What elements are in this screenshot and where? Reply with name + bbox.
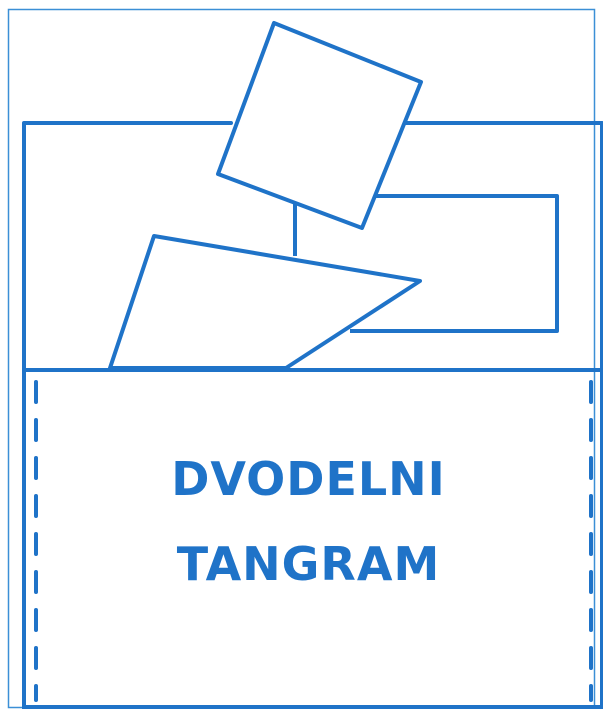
title-line-2: TANGRAM: [24, 537, 593, 591]
title-line-1: DVODELNI: [24, 452, 593, 506]
trapezoid-piece: [110, 236, 420, 368]
